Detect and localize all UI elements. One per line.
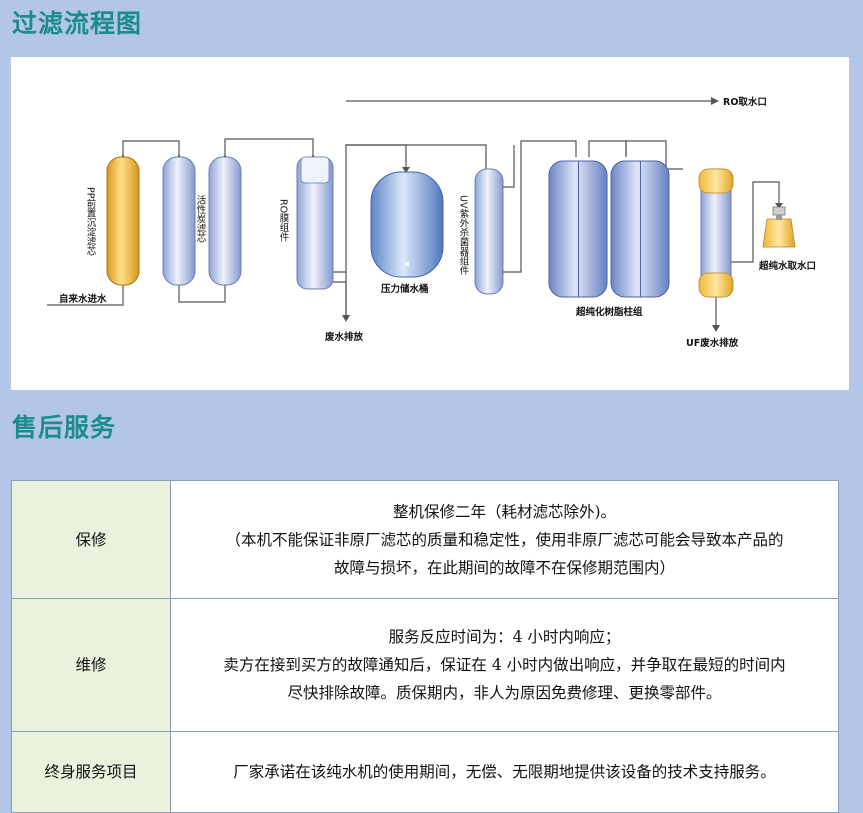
label-uv: UV紫外杀菌器组件 (458, 195, 470, 276)
row-line: 故障与损坏，在此期间的故障不在保修期范围内） (333, 558, 675, 577)
ultrapure-tap-icon (762, 206, 796, 248)
flow-diagram-svg: PP前置沉淀滤芯 活性炭滤芯 RO膜组件 UV紫外杀菌器组件 压力储水桶 超纯化… (47, 96, 816, 349)
row-label: 保修 (11, 480, 171, 599)
pressure-tank (370, 171, 444, 278)
carbon-filter-2 (208, 156, 242, 286)
label-up-outlet: 超纯水取水口 (758, 260, 816, 272)
label-tank: 压力储水桶 (381, 283, 429, 295)
uf-column (698, 168, 734, 298)
row-line: 卖方在接到买方的故障通知后，保证在 4 小时内做出响应，并争取在最短的时间内 (223, 656, 786, 674)
row-line: （本机不能保证非原厂滤芯的质量和稳定性，使用非原厂滤芯可能会导致本产品的 (225, 530, 784, 549)
label-waste: 废水排放 (325, 331, 364, 343)
label-pp: PP前置沉淀滤芯 (85, 187, 97, 255)
service-table: 保修 整机保修二年（耗材滤芯除外)。 （本机不能保证非原厂滤芯的质量和稳定性，使… (11, 480, 839, 813)
row-label: 维修 (11, 598, 171, 732)
resin-columns (548, 160, 670, 298)
row-line: 服务反应时间为：4 小时内响应； (388, 628, 621, 646)
table-row: 终身服务项目 厂家承诺在该纯水机的使用期间，无偿、无限期地提供该设备的技术支持服… (11, 731, 839, 813)
label-carbon: 活性炭滤芯 (195, 194, 207, 242)
row-line: 整机保修二年（耗材滤芯除外)。 (392, 502, 617, 521)
row-line: 尽快排除故障。质保期内，非人为原因免费修理、更换零部件。 (287, 684, 722, 702)
flow-diagram: PP前置沉淀滤芯 活性炭滤芯 RO膜组件 UV紫外杀菌器组件 压力储水桶 超纯化… (11, 57, 849, 390)
row-label: 终身服务项目 (11, 731, 171, 813)
row-content: 服务反应时间为：4 小时内响应； 卖方在接到买方的故障通知后，保证在 4 小时内… (170, 598, 839, 732)
pp-filter (106, 156, 140, 286)
arrow-ro-outlet (711, 97, 719, 105)
row-content: 整机保修二年（耗材滤芯除外)。 （本机不能保证非原厂滤芯的质量和稳定性，使用非原… (170, 480, 839, 599)
label-ro: RO膜组件 (278, 199, 290, 242)
pipes (47, 100, 780, 325)
carbon-filter-1 (162, 156, 196, 286)
label-tap-in: 自来水进水 (59, 293, 107, 305)
table-row: 保修 整机保修二年（耗材滤芯除外)。 （本机不能保证非原厂滤芯的质量和稳定性，使… (11, 480, 839, 599)
flow-diagram-title: 过滤流程图 (12, 9, 143, 38)
label-ro-outlet: RO取水口 (723, 96, 767, 108)
service-title: 售后服务 (12, 413, 117, 442)
uv-sterilizer (474, 168, 504, 295)
ro-membrane (296, 156, 334, 290)
label-resin: 超纯化树脂柱组 (575, 306, 643, 318)
table-row: 维修 服务反应时间为：4 小时内响应； 卖方在接到买方的故障通知后，保证在 4 … (11, 598, 839, 732)
row-line: 厂家承诺在该纯水机的使用期间，无偿、无限期地提供该设备的技术支持服务。 (233, 763, 776, 781)
row-content: 厂家承诺在该纯水机的使用期间，无偿、无限期地提供该设备的技术支持服务。 (170, 731, 839, 813)
label-uf-drain: UF废水排放 (686, 337, 739, 349)
